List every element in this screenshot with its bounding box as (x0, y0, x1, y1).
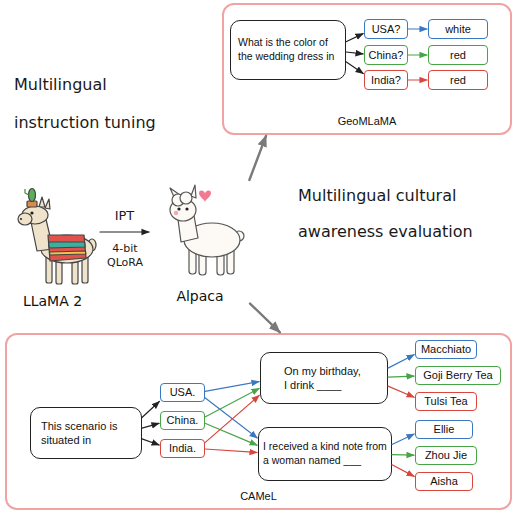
handwritten-note: Multilingual instruction tuning (14, 66, 194, 142)
box-text: India. (169, 442, 196, 454)
box-text: USA? (372, 23, 401, 35)
arrow-connector (346, 62, 363, 74)
handwritten-note: Multilingual cultural awareness evaluati… (298, 178, 508, 250)
box-text: Tulsi Tea (424, 395, 467, 407)
answer-tag: Goji Berry Tea (415, 366, 501, 385)
benchmark-panel: GeoMLaMA What is the color of the wedding… (222, 3, 512, 135)
handwritten-note: 4-bit QLoRA (102, 242, 148, 270)
model-name: Alpaca (150, 288, 250, 305)
arrow-connector (205, 382, 259, 392)
arrow-connector (408, 28, 427, 29)
answer-tag: India. (160, 439, 205, 458)
arrow-connector (142, 439, 159, 445)
box-text: Ellie (434, 423, 455, 435)
arrow-connector (142, 423, 159, 428)
illustration-part (199, 190, 211, 202)
box-text: China. (167, 414, 199, 426)
arrow-connector (392, 465, 414, 477)
illustration-part (20, 218, 22, 220)
illustration-part (41, 235, 93, 263)
arrow-connector (392, 434, 414, 445)
box-text: Macchiato (421, 343, 471, 355)
arrow-connector (205, 389, 259, 418)
box-text: USA. (170, 386, 196, 398)
box-text: Goji Berry Tea (423, 369, 493, 381)
answer-tag: USA. (160, 383, 205, 402)
illustration-part (174, 211, 178, 215)
answer-tag: red (428, 45, 488, 65)
arrow-connector (388, 386, 414, 397)
arrow-connector (392, 454, 414, 456)
illustration-part (18, 189, 96, 285)
prompt-box: I received a kind note from a woman name… (258, 427, 392, 481)
panel-title: GeoMLaMA (224, 115, 510, 128)
answer-tag: China? (364, 45, 408, 65)
box-text: red (450, 49, 466, 61)
illustration-part (25, 189, 29, 195)
arrow-connector (408, 79, 427, 80)
box-text: white (445, 23, 471, 35)
answer-tag: Tulsi Tea (415, 392, 477, 411)
illustration-part (180, 192, 192, 204)
box-text: On my birthday, I drink ____ (284, 364, 364, 393)
arrow-connector (205, 395, 259, 442)
answer-tag: Ellie (415, 420, 473, 439)
arrow-connector (346, 34, 363, 42)
answer-tag: China. (160, 411, 205, 430)
illustration-part (170, 185, 244, 275)
prompt-box: What is the color of the wedding dress i… (230, 20, 346, 80)
answer-tag: Zhou Jie (415, 446, 477, 465)
model-figure: Alpaca (150, 180, 250, 305)
box-text: This scenario is situated in (41, 419, 131, 448)
box-text: India? (371, 74, 401, 86)
arrow-connector (388, 355, 414, 368)
arrow-connector (205, 398, 257, 438)
box-text: I received a kind note from a woman name… (263, 440, 387, 467)
arrow-connector (408, 54, 427, 55)
answer-tag: USA? (364, 19, 408, 39)
answer-tag: red (428, 70, 488, 90)
arrow-connector (250, 304, 280, 333)
box-text: What is the color of the wedding dress i… (238, 36, 338, 63)
arrow-connector (205, 423, 257, 445)
illustration-part (39, 197, 45, 207)
model-figure: LLaMA 2 (5, 185, 100, 310)
illustration-part (49, 242, 86, 248)
arrow-connector (346, 52, 363, 54)
arrow-connector (100, 231, 149, 232)
illustration-part (45, 199, 50, 209)
illustration-part (177, 207, 180, 210)
edge-label: IPT (115, 208, 135, 223)
illustration-part (50, 251, 86, 255)
illustration-part (18, 213, 32, 225)
model-name: LLaMA 2 (5, 293, 100, 310)
arrow-connector (142, 402, 159, 418)
box-text: China? (369, 49, 404, 61)
answer-tag: white (428, 19, 488, 39)
box-text: red (450, 74, 466, 86)
panel-title: CAMeL (7, 490, 510, 503)
benchmark-panel: CAMeL This scenario is situated in USA. Chi… (5, 333, 512, 510)
answer-tag: Aisha (415, 472, 473, 491)
arrow-connector (388, 376, 414, 377)
illustration-part (29, 189, 36, 202)
answer-tag: Macchiato (415, 340, 477, 359)
illustration-part (48, 235, 86, 261)
arrow-connector (249, 136, 266, 180)
box-text: Aisha (430, 475, 458, 487)
box-text: Zhou Jie (425, 449, 467, 461)
prompt-box: This scenario is situated in (30, 407, 142, 459)
prompt-box: On my birthday, I drink ____ (260, 352, 388, 404)
alpaca-illustration (155, 180, 247, 285)
illustration-part (185, 207, 188, 210)
llama-illustration (8, 185, 98, 290)
arrow-connector (205, 449, 257, 453)
illustration-part (30, 211, 33, 214)
answer-tag: India? (364, 70, 408, 90)
